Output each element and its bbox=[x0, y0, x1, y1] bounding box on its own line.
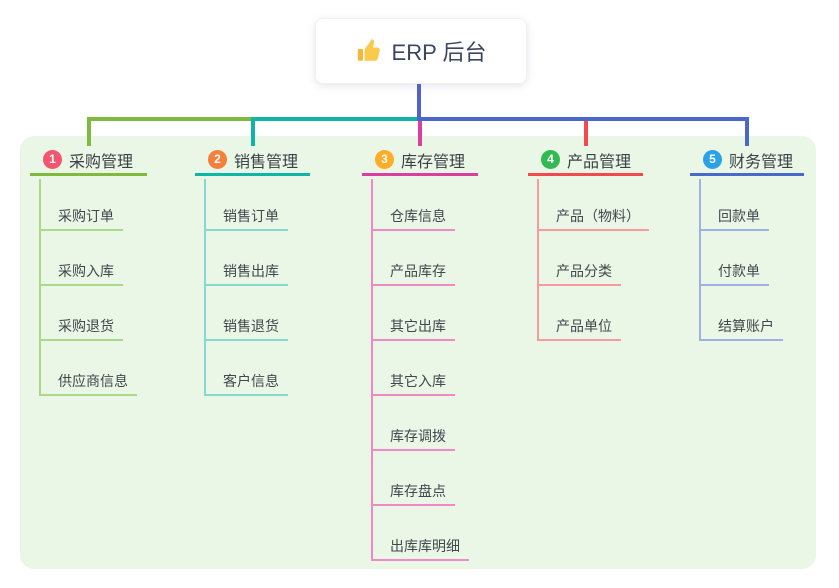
child-node[interactable]: 库存盘点 bbox=[371, 478, 455, 506]
branch-label: 产品管理 bbox=[567, 153, 632, 171]
bus-segment-finance bbox=[417, 117, 749, 121]
branch-label: 采购管理 bbox=[69, 153, 134, 171]
branch-drop-2 bbox=[251, 121, 255, 146]
branch-drop-1 bbox=[87, 121, 91, 146]
branch-title-3[interactable]: 3 库存管理 bbox=[362, 146, 478, 176]
child-node[interactable]: 销售退货 bbox=[204, 313, 288, 341]
branch-drop-5 bbox=[745, 121, 749, 146]
child-node[interactable]: 出库库明细 bbox=[371, 533, 469, 561]
child-node[interactable]: 销售订单 bbox=[204, 203, 288, 231]
branch-spine-1 bbox=[39, 179, 41, 396]
child-node[interactable]: 销售出库 bbox=[204, 258, 288, 286]
root-connector bbox=[417, 82, 421, 117]
child-node[interactable]: 采购订单 bbox=[39, 203, 123, 231]
root-node[interactable]: ERP 后台 bbox=[315, 18, 527, 84]
branch-number-badge: 3 bbox=[375, 150, 394, 169]
root-label: ERP 后台 bbox=[391, 40, 487, 65]
branch-title-4[interactable]: 4 产品管理 bbox=[528, 146, 643, 176]
child-node[interactable]: 客户信息 bbox=[204, 368, 288, 396]
branch-number-badge: 4 bbox=[541, 150, 560, 169]
child-node[interactable]: 采购退货 bbox=[39, 313, 123, 341]
child-node[interactable]: 其它出库 bbox=[371, 313, 455, 341]
child-node[interactable]: 产品库存 bbox=[371, 258, 455, 286]
child-node[interactable]: 付款单 bbox=[699, 258, 769, 286]
child-node[interactable]: 结算账户 bbox=[699, 313, 783, 341]
child-node[interactable]: 仓库信息 bbox=[371, 203, 455, 231]
branch-drop-4 bbox=[584, 121, 588, 146]
branch-spine-2 bbox=[204, 179, 206, 396]
branch-number-badge: 1 bbox=[43, 150, 62, 169]
branch-title-2[interactable]: 2 销售管理 bbox=[195, 146, 310, 176]
branch-label: 财务管理 bbox=[729, 153, 794, 171]
branch-title-5[interactable]: 5 财务管理 bbox=[690, 146, 804, 176]
branch-label: 库存管理 bbox=[401, 153, 466, 171]
child-node[interactable]: 产品单位 bbox=[537, 313, 621, 341]
branch-spine-4 bbox=[537, 179, 539, 341]
branch-number-badge: 2 bbox=[208, 150, 227, 169]
branch-label: 销售管理 bbox=[234, 153, 299, 171]
branch-number-badge: 5 bbox=[703, 150, 722, 169]
child-node[interactable]: 其它入库 bbox=[371, 368, 455, 396]
branch-drop-3 bbox=[418, 121, 422, 146]
branch-title-1[interactable]: 1 采购管理 bbox=[30, 146, 147, 176]
bus-segment-purchase bbox=[87, 117, 251, 121]
branches-panel bbox=[20, 136, 816, 569]
child-node[interactable]: 产品分类 bbox=[537, 258, 621, 286]
child-node[interactable]: 产品（物料） bbox=[537, 203, 649, 231]
child-node[interactable]: 回款单 bbox=[699, 203, 769, 231]
child-node[interactable]: 采购入库 bbox=[39, 258, 123, 286]
bus-segment-sales bbox=[251, 117, 417, 121]
child-node[interactable]: 供应商信息 bbox=[39, 368, 137, 396]
child-node[interactable]: 库存调拨 bbox=[371, 423, 455, 451]
branch-spine-3 bbox=[371, 179, 373, 561]
branch-spine-5 bbox=[699, 179, 701, 341]
thumbs-up-icon bbox=[357, 39, 380, 61]
